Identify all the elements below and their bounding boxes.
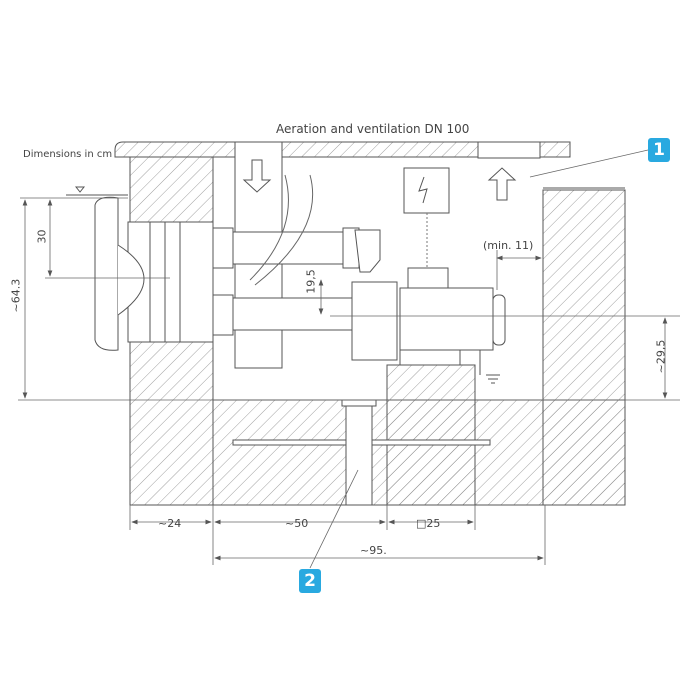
- pump-base: [386, 364, 476, 506]
- dim-water-to-center: 30: [35, 229, 49, 244]
- callout-badge-2: 2: [299, 569, 321, 593]
- dim-pit-to-base: ~50: [285, 517, 309, 530]
- top-slab: [114, 141, 571, 158]
- dim-wall-width: ~24: [158, 517, 182, 530]
- floor-heating-right: [371, 439, 491, 446]
- dim-base-size: □25: [416, 517, 441, 530]
- right-wall: [542, 189, 626, 506]
- units-note: Dimensions in cm: [23, 149, 113, 160]
- dim-pipe-spacing: 19,5: [304, 269, 318, 294]
- dim-min-clearance: (min. 11): [483, 239, 534, 252]
- lightning-icon: [418, 176, 428, 204]
- ground-icon: [479, 350, 500, 384]
- floor-heating-left: [232, 439, 347, 446]
- air-in-arrow-icon: [242, 159, 272, 193]
- counterflow-unit: [94, 196, 506, 366]
- dim-overall-width: ~95.: [360, 544, 387, 557]
- dim-total-height: ~64.3: [9, 278, 23, 313]
- vent-duct-out: [477, 141, 541, 159]
- air-out-arrow-icon: [487, 167, 517, 201]
- callout-badge-1: 1: [648, 138, 670, 162]
- drain-pipe: [345, 404, 373, 506]
- dim-pump-axis-height: ~29,5: [654, 339, 668, 374]
- drain-cap: [341, 399, 377, 407]
- diagram-title: Aeration and ventilation DN 100: [276, 122, 470, 136]
